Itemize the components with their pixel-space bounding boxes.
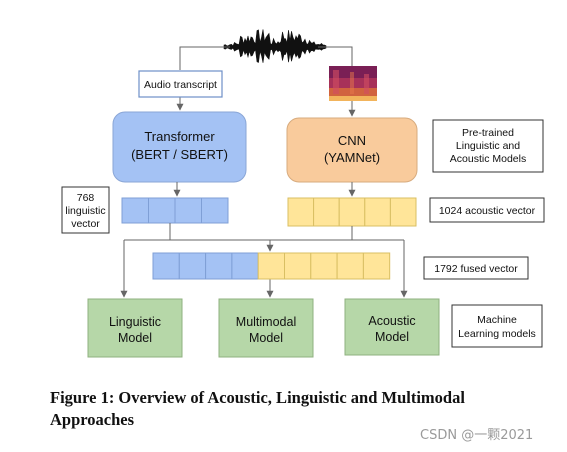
ml-models-label-box: Machine Learning models <box>451 304 543 348</box>
vector-cell <box>313 197 340 227</box>
vector-cell <box>284 252 312 280</box>
ml-models-line-2: Learning models <box>458 328 536 340</box>
vector-cell <box>389 197 417 227</box>
pretrained-line-2: Linguistic and <box>456 140 520 152</box>
vector-cell <box>364 197 391 227</box>
linguistic-vector-line-1: 768 <box>77 192 95 204</box>
transformer-subtitle: (BERT / SBERT) <box>131 147 228 162</box>
acoustic-vector-label-box: 1024 acoustic vector <box>429 197 545 223</box>
acoustic-model-line-1: Acoustic <box>368 314 415 328</box>
cnn-subtitle: (YAMNet) <box>324 150 380 165</box>
linguistic-model-line-2: Model <box>118 331 152 345</box>
acoustic-vector-label: 1024 acoustic vector <box>439 205 536 217</box>
vector-cell <box>174 197 202 224</box>
figure-caption: Figure 1: Overview of Acoustic, Linguist… <box>50 388 465 429</box>
linguistic-model-box: Linguistic Model <box>87 298 183 358</box>
multimodal-model-line-1: Multimodal <box>236 315 296 329</box>
vector-cell <box>231 252 259 280</box>
acoustic-vector <box>287 197 417 227</box>
ml-models-line-1: Machine <box>477 314 517 326</box>
vector-cell <box>152 252 180 280</box>
spectrogram-image <box>329 66 377 101</box>
audio-transcript-box: Audio transcript <box>138 70 223 98</box>
csdn-watermark: CSDN @一颗2021 <box>420 428 534 443</box>
vector-cell <box>287 197 315 227</box>
pretrained-line-1: Pre-trained <box>462 127 514 139</box>
linguistic-vector <box>121 197 229 224</box>
vector-cell <box>338 197 366 227</box>
model-to-vector-connectors <box>173 182 356 197</box>
waveform-connectors <box>176 46 356 117</box>
vector-cell <box>205 252 233 280</box>
linguistic-vector-line-3: vector <box>71 218 100 230</box>
linguistic-vector-line-2: linguistic <box>65 205 105 217</box>
vector-cell <box>336 252 364 280</box>
pretrained-line-3: Acoustic Models <box>450 153 526 165</box>
audio-waveform <box>223 29 327 63</box>
vector-cell <box>257 252 286 280</box>
acoustic-model-box: Acoustic Model <box>344 298 440 356</box>
multimodal-model-box: Multimodal Model <box>218 298 314 358</box>
vector-cell <box>362 252 391 280</box>
cnn-box: CNN (YAMNet) <box>286 117 418 183</box>
audio-transcript-label: Audio transcript <box>144 79 217 91</box>
linguistic-model-line-1: Linguistic <box>109 315 161 329</box>
vector-cell <box>178 252 207 280</box>
vector-to-fusion-connectors <box>120 223 408 298</box>
pretrained-models-box: Pre-trained Linguistic and Acoustic Mode… <box>432 119 544 173</box>
linguistic-vector-label-box: 768 linguistic vector <box>61 186 110 234</box>
fused-vector-label: 1792 fused vector <box>434 263 518 275</box>
cnn-title: CNN <box>338 133 366 148</box>
vector-cell <box>310 252 338 280</box>
transformer-title: Transformer <box>144 129 215 144</box>
acoustic-model-line-2: Model <box>375 330 409 344</box>
multimodal-model-line-2: Model <box>249 331 283 345</box>
vector-cell <box>121 197 149 224</box>
vector-cell <box>201 197 229 224</box>
fused-vector <box>152 252 391 280</box>
vector-cell <box>148 197 176 224</box>
transformer-box: Transformer (BERT / SBERT) <box>112 111 247 183</box>
fused-vector-label-box: 1792 fused vector <box>423 256 529 280</box>
